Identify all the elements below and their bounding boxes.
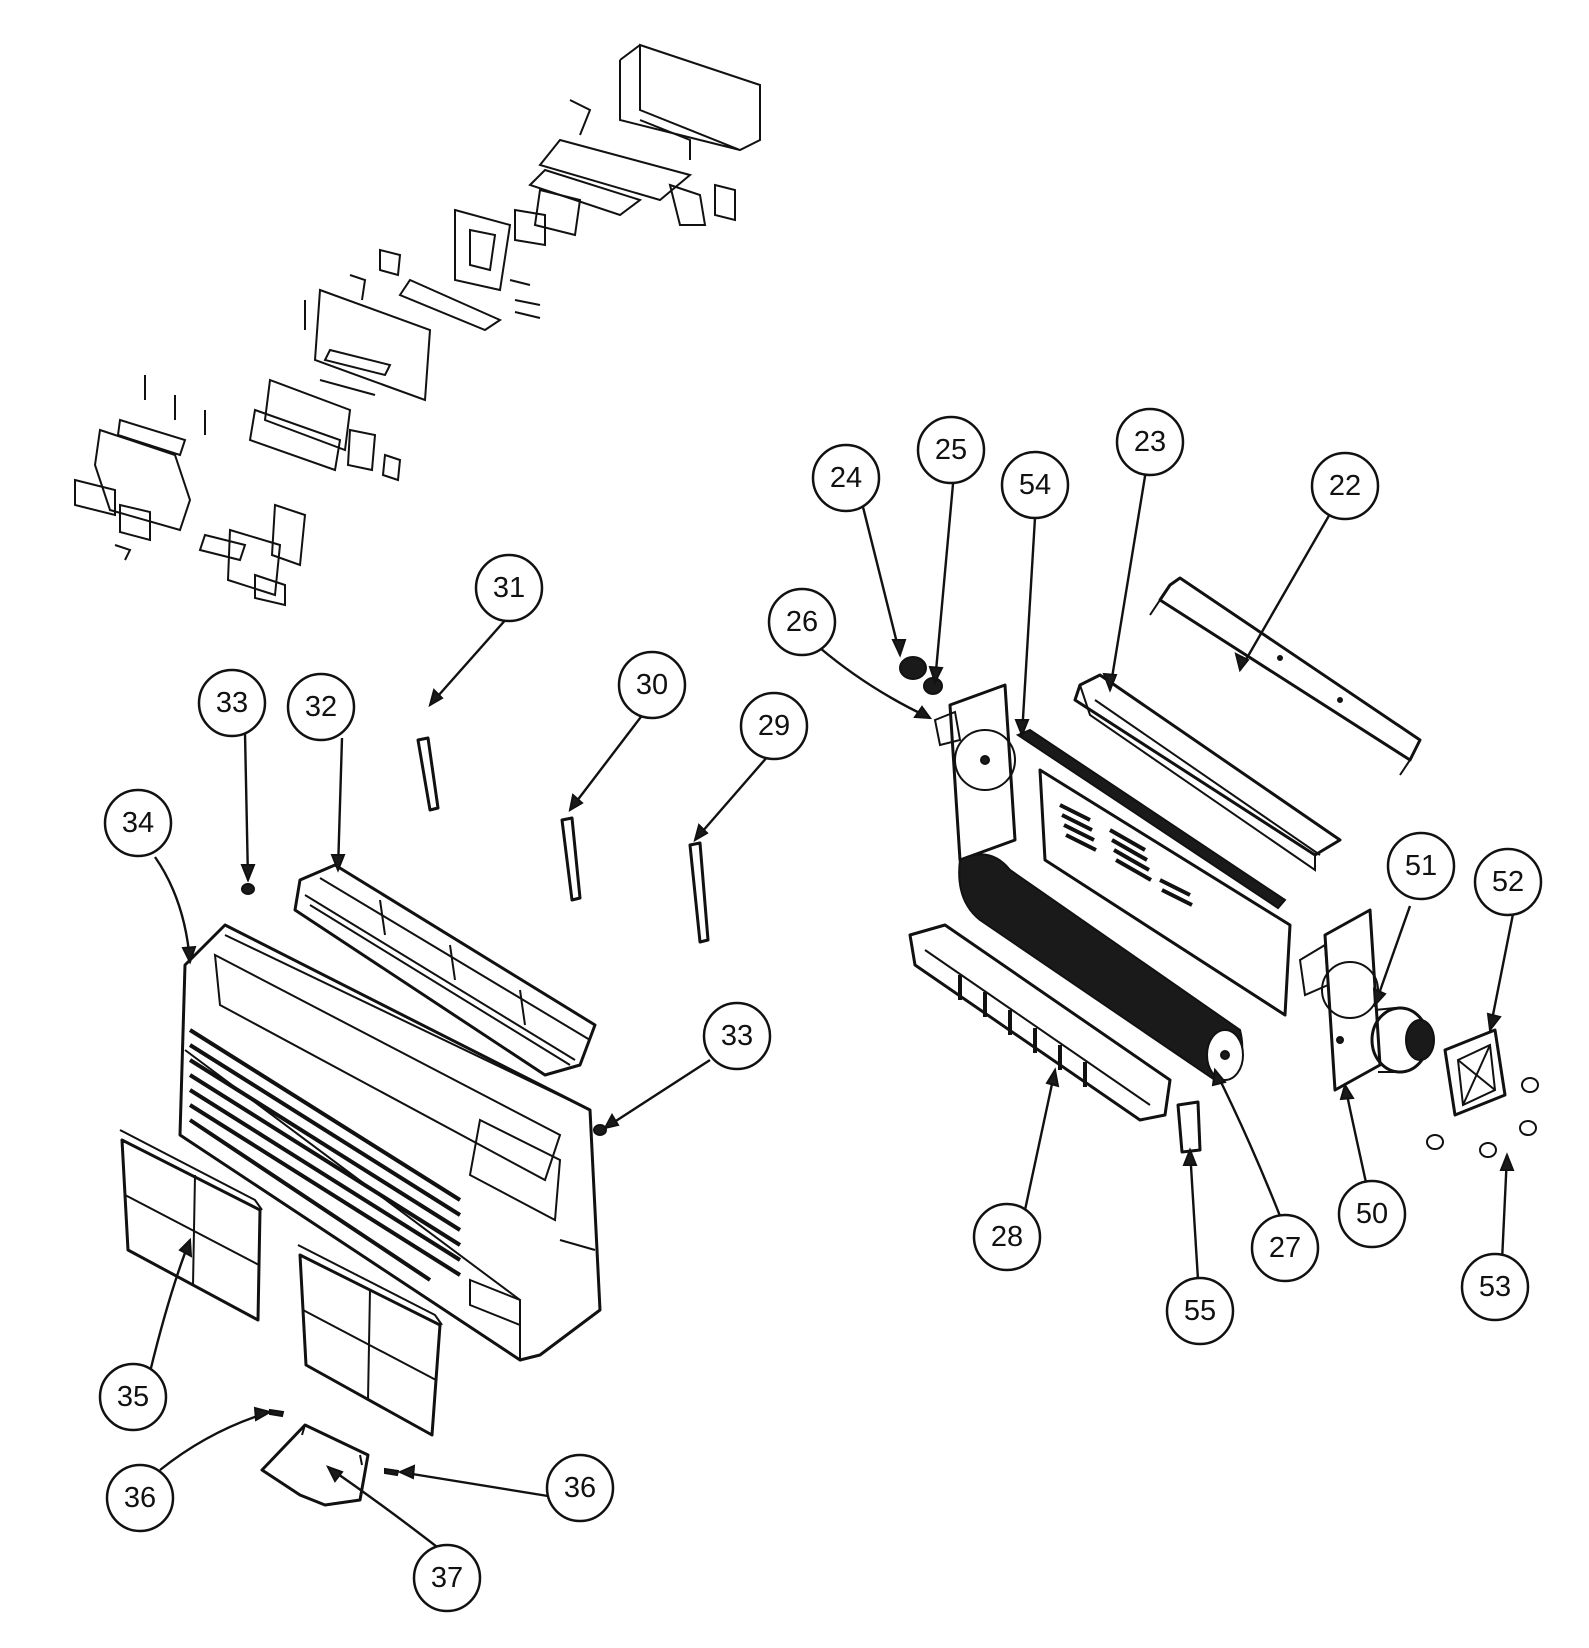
callout-33-right: 33 [702, 1001, 772, 1071]
callout-number: 33 [721, 1020, 753, 1052]
callout-number: 23 [1134, 426, 1166, 458]
part-37-bottom-plate [260, 1423, 370, 1507]
callout-37: 37 [412, 1543, 482, 1613]
callout-number: 50 [1356, 1198, 1388, 1230]
callout-number: 52 [1492, 866, 1524, 898]
callout-33-top: 33 [197, 668, 267, 738]
callout-number: 31 [493, 572, 525, 604]
part-27-blower-wheel [958, 853, 1244, 1082]
part-54-bar [1015, 728, 1287, 910]
part-23-drain-pan [1073, 673, 1342, 872]
part-22-top-panel [1149, 576, 1422, 776]
callout-30: 30 [617, 650, 687, 720]
callout-22: 22 [1310, 451, 1380, 521]
callout-number: 28 [991, 1221, 1023, 1253]
parts-29-30-31-louvers [416, 736, 710, 944]
callout-36-left: 36 [105, 1463, 175, 1533]
callout-number: 54 [1019, 469, 1051, 501]
part-34-front-cabinet [178, 923, 602, 1362]
callout-28: 28 [972, 1202, 1042, 1272]
part-32-louver-assembly [293, 863, 597, 1077]
callout-number: 55 [1184, 1295, 1216, 1327]
part-33-screws [241, 883, 607, 1136]
leader-arrowheads [178, 639, 1515, 1483]
part-28-blower-frame [908, 923, 1172, 1122]
callout-number: 37 [431, 1562, 463, 1594]
callout-number: 51 [1405, 850, 1437, 882]
overview-thumbnail [74, 43, 761, 607]
callout-number: 34 [122, 807, 154, 839]
part-50-right-side-plate [1298, 908, 1382, 1092]
callout-32: 32 [286, 672, 356, 742]
callout-36-right: 36 [545, 1453, 615, 1523]
part-26-left-side-plate [933, 683, 1017, 862]
leader-lines [148, 457, 1515, 1558]
callout-number: 30 [636, 669, 668, 701]
callout-number: 29 [758, 710, 790, 742]
callout-34: 34 [103, 788, 173, 858]
part-55-bracket [1176, 1100, 1202, 1154]
callout-number: 33 [216, 687, 248, 719]
callout-55: 55 [1165, 1276, 1235, 1346]
callout-23: 23 [1115, 407, 1185, 477]
callout-number: 32 [305, 691, 337, 723]
callout-number: 24 [830, 462, 862, 494]
callout-number: 22 [1329, 470, 1361, 502]
callout-27: 27 [1250, 1213, 1320, 1283]
callout-number: 53 [1479, 1271, 1511, 1303]
callout-54: 54 [1000, 450, 1070, 520]
part-52-motor-mount [1443, 1028, 1507, 1117]
callout-number: 35 [117, 1381, 149, 1413]
callout-number: 36 [564, 1472, 596, 1504]
callout-52: 52 [1473, 847, 1543, 917]
callout-number: 36 [124, 1482, 156, 1514]
part-53-grommets [1426, 1077, 1539, 1158]
callout-26: 26 [767, 587, 837, 657]
callout-31: 31 [474, 553, 544, 623]
part-51-motor [1370, 1006, 1435, 1074]
callout-35: 35 [98, 1362, 168, 1432]
callout-29: 29 [739, 691, 809, 761]
right-filter [297, 1244, 443, 1437]
callout-number: 26 [786, 606, 818, 638]
baffle-panel [1038, 768, 1292, 1017]
callout-25: 25 [916, 415, 986, 485]
callout-number: 27 [1269, 1232, 1301, 1264]
part-35-left-filter [119, 1129, 263, 1322]
callout-53: 53 [1460, 1252, 1530, 1322]
callout-50: 50 [1337, 1179, 1407, 1249]
callout-51: 51 [1386, 831, 1456, 901]
callout-24: 24 [811, 443, 881, 513]
callout-number: 25 [935, 434, 967, 466]
